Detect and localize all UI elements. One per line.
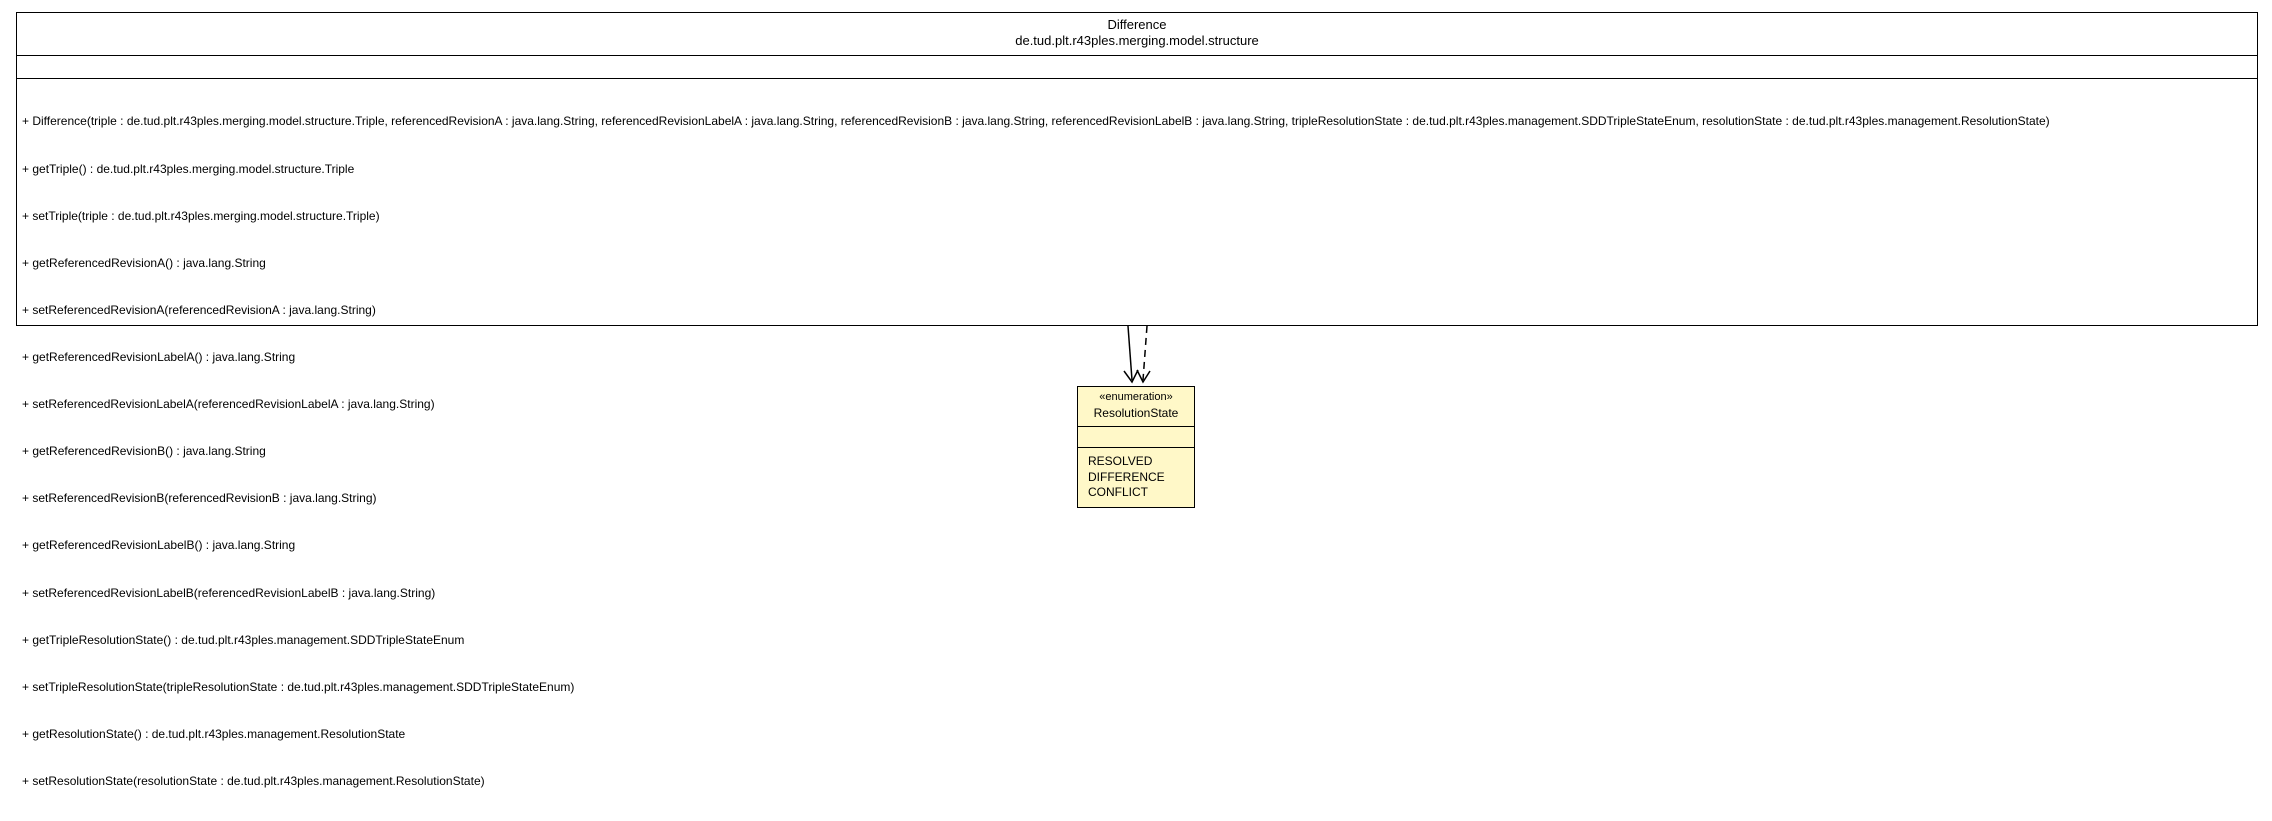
literal-difference: DIFFERENCE (1088, 469, 1165, 484)
resolution-state-header: «enumeration» ResolutionState (1078, 387, 1194, 427)
dependency-connector (1136, 325, 1151, 384)
difference-class-header: Difference de.tud.plt.r43ples.merging.mo… (17, 13, 2257, 56)
connector-layer (1123, 325, 1151, 384)
method-get-resolution-state: + getResolutionState() : de.tud.plt.r43p… (22, 726, 406, 741)
literal-resolved: RESOLVED (1088, 454, 1153, 468)
method-get-triple-resolution-state: + getTripleResolutionState() : de.tud.pl… (22, 632, 465, 647)
method-get-referenced-revision-label-a: + getReferencedRevisionLabelA() : java.l… (22, 349, 296, 364)
resolution-state-attributes-compartment (1078, 427, 1194, 448)
method-set-triple: + setTriple(triple : de.tud.plt.r43ples.… (22, 208, 380, 223)
method-constructor: + Difference(triple : de.tud.plt.r43ples… (22, 114, 2050, 129)
method-get-referenced-revision-a: + getReferencedRevisionA() : java.lang.S… (22, 255, 266, 270)
difference-class-box[interactable]: Difference de.tud.plt.r43ples.merging.mo… (16, 12, 2258, 788)
difference-class-name: Difference (1107, 17, 1167, 32)
enum-stereotype: «enumeration» (1099, 391, 1173, 403)
resolution-state-name: ResolutionState (1093, 406, 1179, 420)
difference-attributes-compartment (17, 56, 2257, 79)
dependency-arrowhead (1136, 369, 1151, 384)
method-set-referenced-revision-b: + setReferencedRevisionB(referencedRevis… (22, 491, 377, 506)
method-set-triple-resolution-state: + setTripleResolutionState(tripleResolut… (22, 679, 575, 694)
method-get-referenced-revision-label-b: + getReferencedRevisionLabelB() : java.l… (22, 538, 296, 553)
method-set-resolution-state: + setResolutionState(resolutionState : d… (22, 773, 485, 788)
method-get-triple: + getTriple() : de.tud.plt.r43ples.mergi… (22, 161, 355, 176)
difference-class-package: de.tud.plt.r43ples.merging.model.structu… (1015, 33, 1259, 48)
resolution-state-enum-box[interactable]: «enumeration» ResolutionState RESOLVED D… (1077, 386, 1195, 508)
method-set-referenced-revision-label-b: + setReferencedRevisionLabelB(referenced… (22, 585, 436, 600)
association-arrowhead (1123, 369, 1139, 384)
method-set-referenced-revision-label-a: + setReferencedRevisionLabelA(referenced… (22, 397, 435, 412)
association-connector (1123, 325, 1139, 384)
literal-conflict: CONFLICT (1088, 485, 1148, 499)
method-set-referenced-revision-a: + setReferencedRevisionA(referencedRevis… (22, 302, 376, 317)
method-get-referenced-revision-b: + getReferencedRevisionB() : java.lang.S… (22, 444, 266, 459)
resolution-state-literals: RESOLVED DIFFERENCE CONFLICT (1078, 448, 1194, 501)
